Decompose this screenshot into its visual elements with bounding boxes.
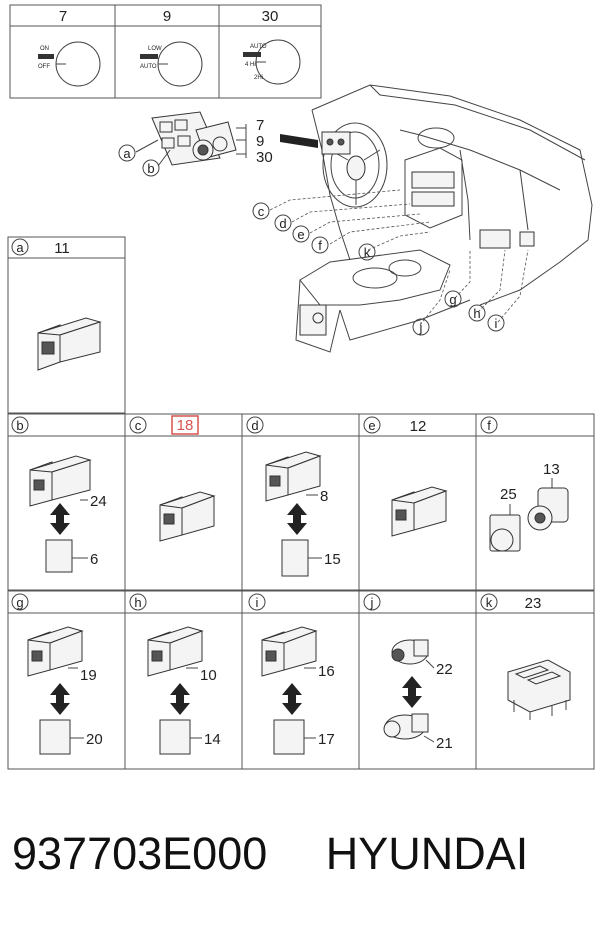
callout-k: k [364,245,371,260]
top-switch-table: 7 9 30 ON OFF LOW AUTO AUTO 4 Hi 2Hi [9,4,322,99]
cell-j-part-21: 21 [436,735,453,752]
cell-g-part-20: 20 [86,731,103,748]
callout-30: 30 [256,149,273,166]
grid-row-1: b 24 6 c 18 d 8 15 e 12 [7,413,595,591]
callout-f: f [318,238,322,253]
cell-b-letter: b [16,418,23,433]
switch-30-label-2hi: 2Hi [254,75,263,81]
callout-g: g [449,292,456,307]
callout-i: i [495,316,498,331]
cell-k-part-23: 23 [525,595,542,612]
callout-c: c [258,204,265,219]
callout-d: d [279,216,286,231]
callout-h: h [473,306,480,321]
callout-b: b [147,161,154,176]
cell-i-part-16: 16 [318,663,335,680]
cell-e-letter: e [368,418,375,433]
cell-a: a 11 [7,236,126,414]
switch-30-label-auto: AUTO [250,44,267,50]
cell-e-part-12: 12 [410,418,427,435]
callout-9: 9 [256,133,264,150]
cell-g-letter: g [16,595,23,610]
cell-b-part-6: 6 [90,551,98,568]
cell-a-part-11: 11 [54,240,70,257]
switch-30-label-4hi: 4 Hi [245,62,256,68]
switch-30-number: 30 [262,8,279,25]
cell-i-letter: i [256,595,259,610]
switch-9-label-auto: AUTO [140,64,157,70]
switch-7-label-off: OFF [38,64,50,70]
cell-b-part-24: 24 [90,493,107,510]
dashboard-illustration: 7 9 30 [135,84,593,353]
switch-9-label-low: LOW [148,46,162,52]
callout-a: a [123,146,131,161]
cell-j-part-22: 22 [436,661,453,678]
cell-d-letter: d [251,418,258,433]
switch-7-label-on: ON [40,46,49,52]
main-callouts: a b c d e f k g h i j [118,144,505,336]
cell-h-letter: h [134,595,141,610]
cell-g-part-19: 19 [80,667,97,684]
cell-h-part-10: 10 [200,667,217,684]
cell-f-letter: f [487,418,491,433]
callout-7: 7 [256,117,264,134]
cell-f-part-25: 25 [500,486,517,503]
callout-e: e [297,227,304,242]
switch-7-number: 7 [59,8,67,25]
cell-h-part-14: 14 [204,731,221,748]
brand-name: HYUNDAI [325,828,529,879]
cell-k-letter: k [486,595,493,610]
cell-c-highlight [171,415,199,435]
pointer-arrow [280,134,318,148]
switch-9-number: 9 [163,8,171,25]
cell-d-part-8: 8 [320,488,328,505]
cell-c-letter: c [135,418,142,433]
cell-i-part-17: 17 [318,731,335,748]
cell-f-part-13: 13 [543,461,560,478]
cell-d-part-15: 15 [324,551,341,568]
cell-j-letter: j [370,595,374,610]
cell-a-letter: a [16,240,24,255]
callout-j: j [419,320,423,335]
footer: 937703E000 HYUNDAI [12,828,592,898]
grid-row-2: g 19 20 h 10 14 i 16 17 [7,590,595,770]
cell-c-part-18: 18 [177,417,194,434]
part-number: 937703E000 [12,828,268,879]
